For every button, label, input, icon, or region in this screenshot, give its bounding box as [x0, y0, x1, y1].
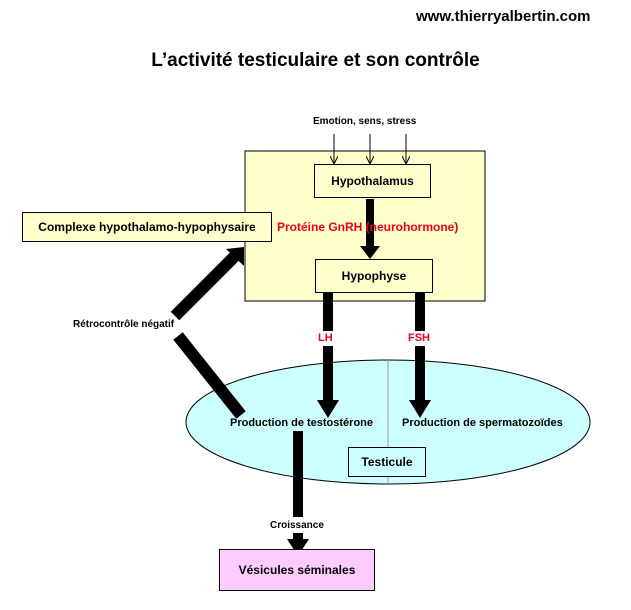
- testicule-box: Testicule: [348, 447, 426, 477]
- gnrh-arrow: [360, 199, 380, 259]
- site-url: www.thierryalbertin.com: [416, 8, 591, 25]
- gnrh-label: Protéine GnRH (neurohormone): [277, 220, 459, 234]
- lh-label: LH: [318, 332, 333, 344]
- complexe-box: Complexe hypothalamo-hypophysaire: [22, 212, 272, 242]
- vesicules-box: Vésicules séminales: [219, 549, 375, 591]
- page-title: L’activité testiculaire et son contrôle: [151, 50, 480, 71]
- fsh-arrow: [409, 293, 431, 418]
- prod-sperm-label: Production de spermatozoïdes: [402, 417, 563, 429]
- prod-testo-label: Production de testostérone: [230, 417, 374, 429]
- lh-arrow: [317, 293, 339, 418]
- fsh-label: FSH: [408, 332, 430, 344]
- retro-arrow-upper: [170, 247, 244, 321]
- retro-arrow-lower: [173, 332, 246, 419]
- croissance-label: Croissance: [270, 520, 324, 531]
- hypothalamus-box: Hypothalamus: [314, 164, 431, 198]
- croissance-arrow: [287, 431, 309, 556]
- inputs-label: Emotion, sens, stress: [313, 116, 417, 127]
- hypophyse-box: Hypophyse: [315, 259, 433, 293]
- retro-label: Rétrocontrôle négatif: [73, 319, 175, 330]
